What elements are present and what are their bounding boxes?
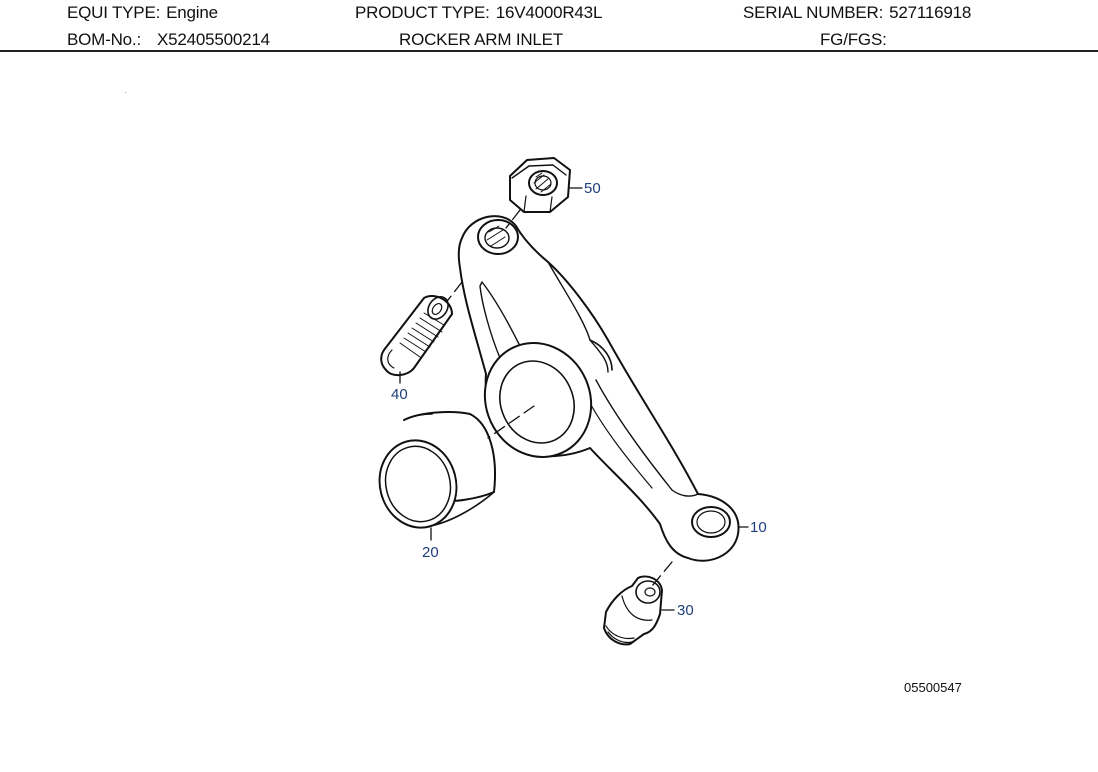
stud-part[interactable]	[380, 293, 453, 376]
equi-type-field: EQUI TYPE: Engine	[67, 3, 218, 23]
bushing-part[interactable]	[370, 411, 496, 536]
equi-type-value: Engine	[166, 3, 218, 22]
fg-fgs-field: FG/FGS:	[820, 30, 893, 50]
product-type-field: PRODUCT TYPE: 16V4000R43L	[355, 3, 602, 23]
speck	[125, 92, 126, 93]
bom-number-value: X52405500214	[156, 30, 270, 49]
header-divider	[0, 50, 1098, 52]
adjusting-screw-part[interactable]	[603, 575, 663, 646]
leader-lines	[399, 187, 749, 611]
nut-part[interactable]	[509, 157, 571, 213]
callout-50: 50	[584, 180, 601, 197]
serial-number-label: SERIAL NUMBER:	[743, 3, 884, 22]
bom-number-label: BOM-No.:	[67, 30, 141, 49]
drawing-number: 05500547	[904, 680, 962, 695]
callout-40: 40	[391, 386, 408, 403]
serial-number-field: SERIAL NUMBER: 527116918	[743, 3, 971, 23]
product-type-value: 16V4000R43L	[495, 3, 603, 22]
equi-type-label: EQUI TYPE:	[67, 3, 161, 22]
callout-20: 20	[422, 544, 439, 561]
product-type-label: PRODUCT TYPE:	[355, 3, 490, 22]
assembly-axes	[447, 209, 673, 587]
rocker-arm-part[interactable]	[457, 215, 740, 562]
serial-number-value: 527116918	[889, 3, 972, 22]
fg-fgs-label: FG/FGS:	[820, 30, 887, 49]
callout-10: 10	[750, 519, 767, 536]
page-title: ROCKER ARM INLET	[399, 30, 563, 49]
bom-number-field: BOM-No.: X52405500214	[67, 30, 270, 50]
callout-30: 30	[677, 602, 694, 619]
